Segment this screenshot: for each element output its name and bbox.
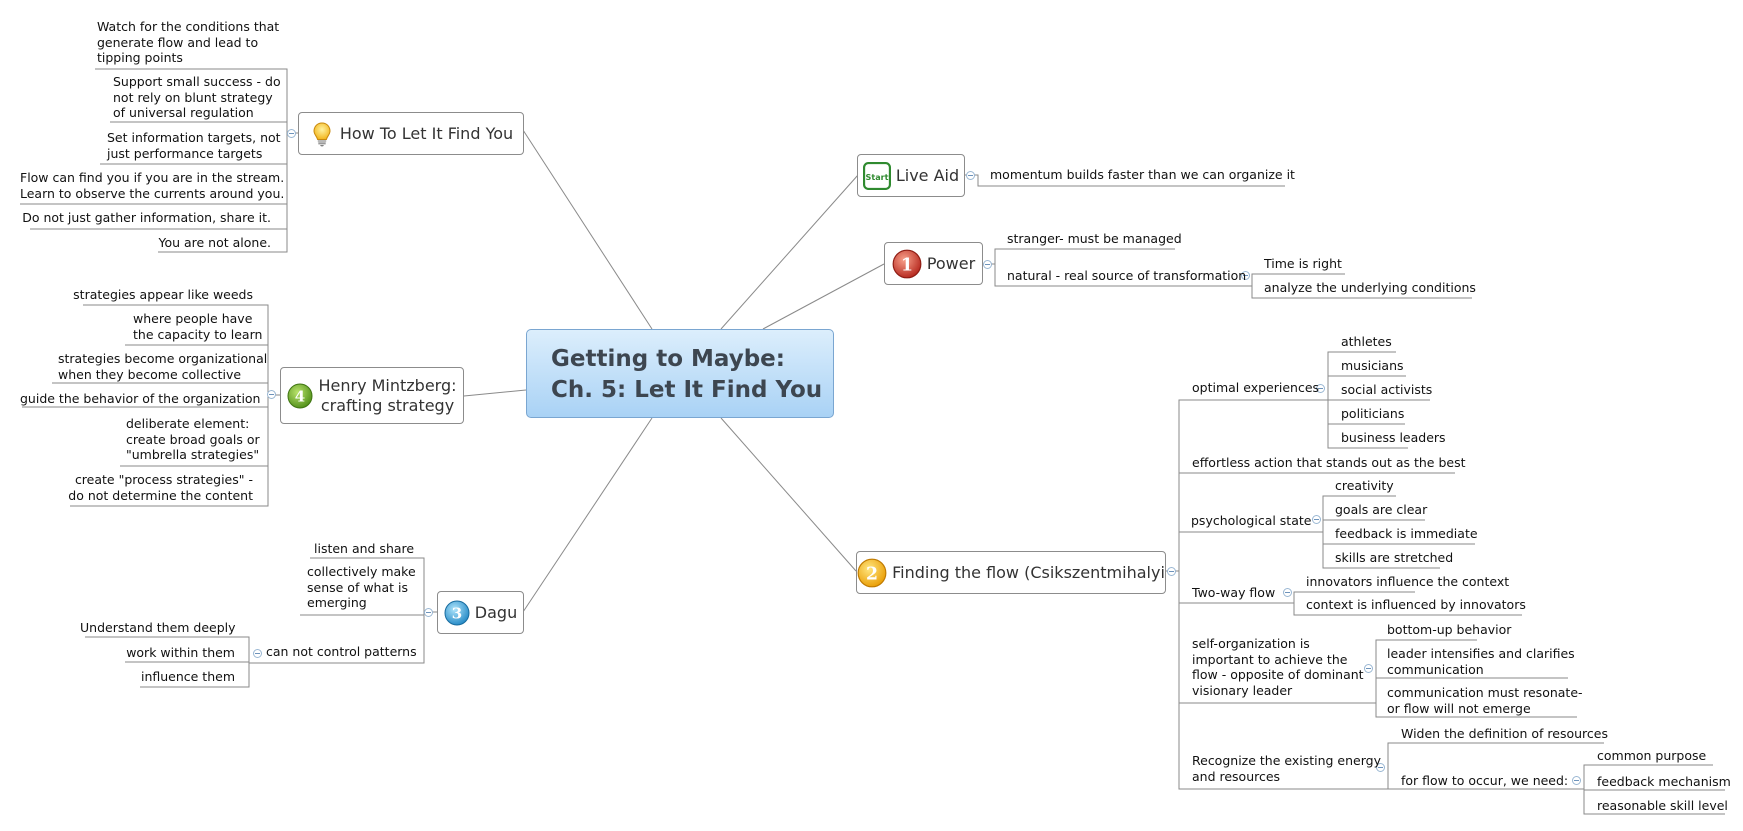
subtopic-deliberate-element[interactable]: deliberate element:create broad goals or… (126, 416, 260, 462)
collapse-toggle-how[interactable] (287, 129, 296, 138)
subtopic-understand-deeply[interactable]: Understand them deeply (80, 620, 236, 635)
topic-power[interactable]: 1 Power (884, 242, 983, 285)
svg-text:1: 1 (901, 255, 913, 275)
subtopic-optimal-experiences[interactable]: optimal experiences (1192, 380, 1320, 395)
subtopic-momentum[interactable]: momentum builds faster than we can organ… (990, 167, 1295, 182)
svg-text:3: 3 (452, 604, 462, 622)
priority-1-icon: 1 (892, 249, 922, 278)
collapse-toggle-optimal[interactable] (1316, 384, 1325, 393)
collapse-toggle-henry[interactable] (267, 390, 276, 399)
psy-item-skills-stretched[interactable]: skills are stretched (1335, 550, 1454, 565)
optimal-item-athletes[interactable]: athletes (1341, 334, 1392, 349)
collapse-toggle-dagu[interactable] (424, 608, 433, 617)
topic-how-to-let-it-find-you[interactable]: How To Let It Find You (298, 112, 524, 155)
topic-dagu[interactable]: 3 Dagu (437, 591, 524, 634)
subtopic-influence-them[interactable]: influence them (140, 669, 235, 684)
subtopic-share-information[interactable]: Do not just gather information, share it… (22, 210, 271, 225)
link-dagu (522, 417, 653, 613)
subtopic-natural[interactable]: natural - real source of transformation (1007, 268, 1247, 283)
optimal-item-politicians[interactable]: politicians (1341, 406, 1405, 421)
svg-text:Start: Start (865, 172, 888, 181)
priority-4-icon: 4 (287, 383, 313, 408)
topic-label: How To Let It Find You (339, 123, 514, 143)
psy-item-creativity[interactable]: creativity (1335, 478, 1394, 493)
twoway-item-innovators[interactable]: innovators influence the context (1306, 574, 1510, 589)
topic-label-line2: crafting strategy (320, 395, 455, 415)
topic-live-aid[interactable]: Start Live Aid (857, 154, 965, 197)
subtopic-weeds[interactable]: strategies appear like weeds (73, 287, 253, 302)
collapse-toggle-recognize[interactable] (1376, 763, 1385, 772)
psy-item-goals-clear[interactable]: goals are clear (1335, 502, 1428, 517)
recognize-item-for-flow-to-occur[interactable]: for flow to occur, we need: (1401, 773, 1569, 788)
topic-label-line1: Henry Mintzberg: (318, 375, 457, 395)
link-henry (463, 389, 527, 397)
collapse-toggle-selforg[interactable] (1364, 664, 1373, 673)
subtopic-process-strategies[interactable]: create "process strategies" -do not dete… (68, 472, 253, 503)
subtopic-effortless-action[interactable]: effortless action that stands out as the… (1192, 455, 1466, 470)
central-title-line1: Getting to Maybe: (551, 346, 785, 372)
subtopic-psychological-state[interactable]: psychological state (1191, 513, 1312, 528)
optimal-item-social-activists[interactable]: social activists (1341, 382, 1433, 397)
lightbulb-icon (313, 121, 331, 146)
topic-label: Henry Mintzberg: crafting strategy (318, 376, 456, 416)
priority-2-icon: 2 (857, 558, 887, 587)
topic-finding-the-flow[interactable]: 2 Finding the flow (Csikszentmihalyi (856, 551, 1166, 594)
topic-label: Finding the flow (Csikszentmihalyi (892, 562, 1165, 582)
needs-item-common-purpose[interactable]: common purpose (1597, 748, 1707, 763)
optimal-item-musicians[interactable]: musicians (1341, 358, 1404, 373)
svg-text:4: 4 (295, 387, 305, 405)
optimal-item-business-leaders[interactable]: business leaders (1341, 430, 1446, 445)
link-flow (720, 417, 857, 572)
subtopic-stranger[interactable]: stranger- must be managed (1007, 231, 1182, 246)
svg-text:2: 2 (866, 564, 878, 584)
subtopic-time-is-right[interactable]: Time is right (1264, 256, 1342, 271)
priority-3-icon: 3 (444, 600, 470, 625)
link-how (522, 129, 653, 330)
central-title-line2: Ch. 5: Let It Find You (551, 377, 823, 403)
collapse-toggle-patterns[interactable] (253, 649, 262, 658)
collapse-toggle-power[interactable] (983, 260, 992, 269)
central-topic[interactable]: Getting to Maybe: Ch. 5: Let It Find You (526, 329, 834, 418)
topic-label: Power (926, 253, 976, 273)
subtopic-guide-behavior[interactable]: guide the behavior of the organization (20, 391, 261, 406)
link-power (762, 263, 885, 330)
collapse-toggle-flow[interactable] (1167, 567, 1176, 576)
collapse-toggle-needs[interactable] (1572, 776, 1581, 785)
subtopic-not-alone[interactable]: You are not alone. (158, 235, 271, 250)
link-liveaid (720, 174, 859, 330)
topic-label: Live Aid (895, 165, 960, 185)
psy-item-feedback-immediate[interactable]: feedback is immediate (1335, 526, 1478, 541)
needs-item-reasonable-skill[interactable]: reasonable skill level (1597, 798, 1728, 813)
subtopic-underlying-conditions[interactable]: analyze the underlying conditions (1264, 280, 1476, 295)
subtopic-work-within[interactable]: work within them (126, 645, 235, 660)
collapse-toggle-liveaid[interactable] (966, 171, 975, 180)
subtopic-flow-can-find-you[interactable]: Flow can find you if you are in the stre… (20, 170, 285, 201)
start-icon: Start (862, 161, 891, 190)
recognize-item-widen-resources[interactable]: Widen the definition of resources (1401, 726, 1608, 741)
collapse-toggle-natural[interactable] (1241, 271, 1250, 280)
subtopic-listen-share[interactable]: listen and share (314, 541, 415, 556)
twoway-item-context[interactable]: context is influenced by innovators (1306, 597, 1526, 612)
subtopic-two-way-flow[interactable]: Two-way flow (1192, 585, 1276, 600)
needs-item-feedback-mechanism[interactable]: feedback mechanism (1597, 774, 1731, 789)
topic-henry-mintzberg[interactable]: 4 Henry Mintzberg: crafting strategy (280, 367, 464, 424)
collapse-toggle-twoway[interactable] (1283, 588, 1292, 597)
collapse-toggle-psy[interactable] (1312, 515, 1321, 524)
selforg-item-communication-resonate[interactable]: communication must resonate-or flow will… (1387, 685, 1583, 716)
selforg-item-bottom-up[interactable]: bottom-up behavior (1387, 622, 1512, 637)
topic-label: Dagu (474, 602, 518, 622)
subtopic-can-not-control[interactable]: can not control patterns (266, 644, 417, 659)
